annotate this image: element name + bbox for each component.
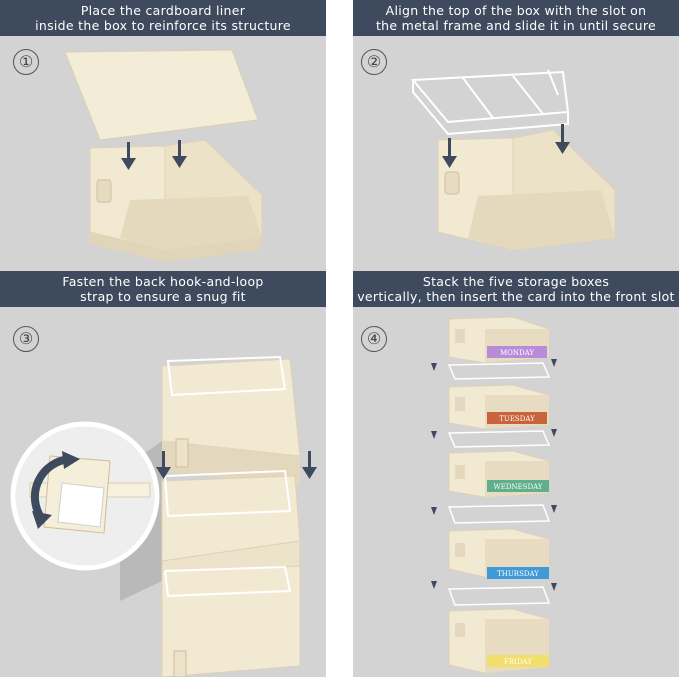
down-arrow-icon bbox=[121, 140, 187, 170]
strap-fasten-illustration bbox=[10, 355, 317, 677]
step-1-caption: Place the cardboard liner inside the box… bbox=[0, 0, 326, 36]
rotate-arrow-icon bbox=[30, 451, 80, 529]
step-4-caption: Stack the five storage boxes vertically,… bbox=[353, 271, 679, 307]
down-arrow-icon bbox=[431, 429, 557, 439]
storage-box: THURSDAY bbox=[448, 528, 550, 579]
day-label: WEDNESDAY bbox=[494, 483, 543, 491]
day-label: TUESDAY bbox=[499, 415, 535, 423]
storage-box: MONDAY bbox=[448, 316, 550, 364]
down-arrow-icon bbox=[431, 359, 557, 371]
step-number: ② bbox=[361, 49, 387, 75]
stacked-boxes-illustration: MONDAY TUESDAY WEDNESDAY bbox=[431, 316, 557, 674]
day-label: MONDAY bbox=[500, 349, 534, 357]
down-arrow-icon bbox=[442, 124, 570, 168]
step-number: ④ bbox=[361, 326, 387, 352]
step-3-caption: Fasten the back hook-and-loop strap to e… bbox=[0, 271, 326, 307]
wire-frame-icon bbox=[410, 69, 570, 136]
caption-line: inside the box to reinforce its structur… bbox=[35, 18, 291, 33]
step-panel-3: Fasten the back hook-and-loop strap to e… bbox=[0, 271, 326, 677]
caption-line: Place the cardboard liner bbox=[80, 3, 246, 18]
caption-line: the metal frame and slide it in until se… bbox=[375, 18, 657, 33]
step-panel-2: Align the top of the box with the slot o… bbox=[353, 0, 679, 325]
caption-line: Align the top of the box with the slot o… bbox=[385, 3, 647, 18]
step-panel-1: Place the cardboard liner inside the box… bbox=[0, 0, 326, 325]
down-arrow-icon bbox=[431, 505, 557, 515]
caption-line: Stack the five storage boxes bbox=[422, 274, 610, 289]
step-2-caption: Align the top of the box with the slot o… bbox=[353, 0, 679, 36]
down-arrow-icon bbox=[156, 451, 317, 479]
step-panel-4: Stack the five storage boxes vertically,… bbox=[353, 271, 679, 677]
day-label: FRIDAY bbox=[504, 658, 532, 666]
storage-box: FRIDAY bbox=[448, 608, 550, 674]
caption-line: vertically, then insert the card into th… bbox=[357, 289, 675, 304]
storage-box: TUESDAY bbox=[448, 384, 550, 430]
frame-box-illustration bbox=[410, 69, 616, 251]
down-arrow-icon bbox=[431, 581, 557, 591]
storage-box: WEDNESDAY bbox=[448, 450, 550, 498]
caption-line: strap to ensure a snug fit bbox=[80, 289, 246, 304]
liner-box-illustration bbox=[64, 49, 263, 262]
step-number: ① bbox=[13, 49, 39, 75]
caption-line: Fasten the back hook-and-loop bbox=[62, 274, 264, 289]
day-label: THURSDAY bbox=[497, 570, 539, 578]
step-number: ③ bbox=[13, 326, 39, 352]
